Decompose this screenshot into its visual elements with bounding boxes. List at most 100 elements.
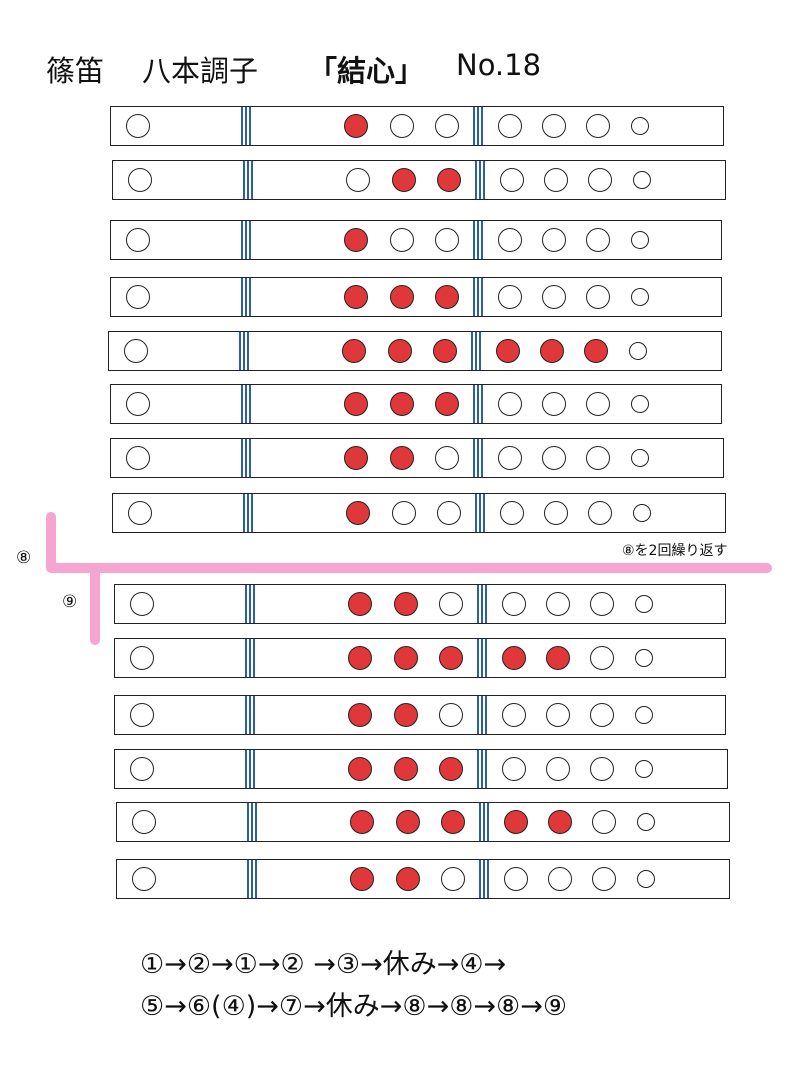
open-hole-7 [590,702,614,727]
open-hole-1 [132,809,156,834]
binding-lines [241,439,251,477]
binding-lines [473,107,483,145]
open-hole-7 [590,645,614,670]
open-hole-4 [441,866,465,891]
open-hole-4 [439,591,463,616]
binding-lines [477,750,487,788]
flute-row-1 [110,106,724,146]
open-hole-6 [542,445,566,470]
open-hole-8 [633,503,651,522]
open-hole-4 [435,445,459,470]
open-hole-1 [130,756,154,781]
repeat-bracket-vertical-8 [46,512,56,572]
closed-hole-4 [441,809,465,834]
closed-hole-3 [388,338,412,363]
closed-hole-3 [394,702,418,727]
open-hole-6 [542,113,566,138]
flute-row-12 [114,749,728,789]
section-marker-9: ⑨ [62,592,78,612]
open-hole-8 [635,705,653,724]
binding-lines [473,278,483,316]
closed-hole-4 [437,167,461,192]
open-hole-7 [586,391,610,416]
open-hole-5 [502,756,526,781]
open-hole-5 [500,500,524,525]
open-hole-1 [130,645,154,670]
open-hole-7 [588,167,612,192]
binding-lines [247,860,257,898]
closed-hole-2 [344,113,368,138]
closed-hole-3 [394,645,418,670]
open-hole-1 [126,391,150,416]
closed-hole-4 [433,338,457,363]
closed-hole-3 [390,445,414,470]
closed-hole-4 [439,756,463,781]
open-hole-5 [504,866,528,891]
open-hole-7 [588,500,612,525]
binding-lines [241,385,251,423]
section-marker-8: ⑧ [16,548,32,568]
open-hole-5 [502,702,526,727]
open-hole-8 [637,869,655,888]
open-hole-1 [126,284,150,309]
open-hole-3 [390,113,414,138]
flute-row-14 [116,859,730,899]
open-hole-8 [631,230,649,249]
open-hole-1 [124,338,148,363]
flute-row-8 [112,493,726,533]
open-hole-4 [435,227,459,252]
closed-hole-2 [344,284,368,309]
open-hole-4 [439,702,463,727]
open-hole-6 [542,391,566,416]
sequence-line-2: ⑤→⑥(④)→⑦→休み→⑧→⑧→⑧→⑨ [140,991,568,1022]
open-hole-6 [546,702,570,727]
open-hole-7 [586,284,610,309]
closed-hole-2 [350,809,374,834]
open-hole-8 [631,448,649,467]
closed-hole-2 [344,227,368,252]
binding-lines [477,696,487,734]
closed-hole-3 [394,591,418,616]
binding-lines [239,332,249,370]
open-hole-7 [592,866,616,891]
closed-hole-6 [540,338,564,363]
binding-lines [247,803,257,841]
closed-hole-3 [390,284,414,309]
binding-lines [473,385,483,423]
binding-lines [245,585,255,623]
flute-row-6 [110,384,722,424]
open-hole-8 [635,594,653,613]
binding-lines [243,161,253,199]
open-hole-6 [546,756,570,781]
binding-lines [241,107,251,145]
open-hole-3 [392,500,416,525]
closed-hole-6 [546,645,570,670]
closed-hole-2 [348,756,372,781]
open-hole-5 [498,113,522,138]
repeat-bracket-horizontal [46,563,772,573]
closed-hole-5 [502,645,526,670]
open-hole-4 [435,113,459,138]
open-hole-6 [544,167,568,192]
binding-lines [477,639,487,677]
binding-lines [479,803,489,841]
open-hole-6 [542,284,566,309]
open-hole-5 [498,284,522,309]
song-number: No.18 [456,48,542,82]
open-hole-1 [126,227,150,252]
open-hole-8 [633,170,651,189]
open-hole-1 [128,167,152,192]
open-hole-1 [126,445,150,470]
open-hole-5 [500,167,524,192]
closed-hole-2 [348,591,372,616]
binding-lines [243,494,253,532]
open-hole-5 [502,591,526,616]
closed-hole-2 [344,445,368,470]
song-title: 「結心」 [308,54,425,88]
flute-row-3 [110,220,722,260]
open-hole-5 [498,227,522,252]
flute-row-7 [110,438,724,478]
open-hole-6 [546,591,570,616]
closed-hole-4 [439,645,463,670]
flute-row-5 [108,331,722,371]
